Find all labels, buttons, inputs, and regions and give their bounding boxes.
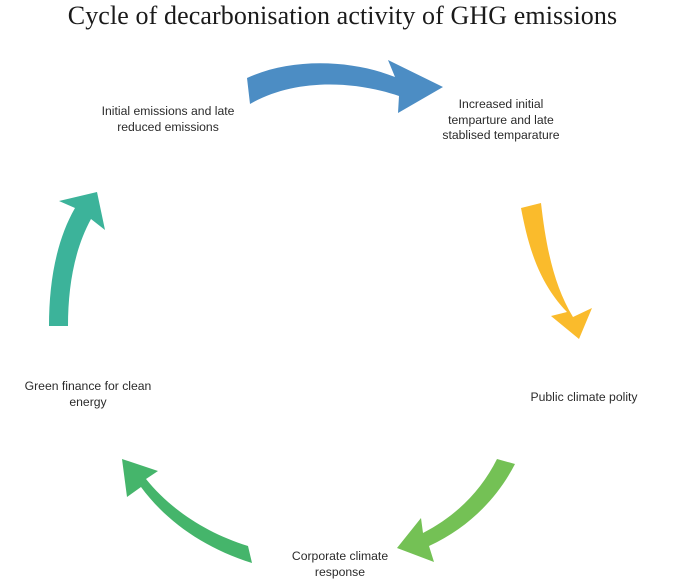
arrow-teal-finance-to-emissions — [49, 192, 105, 326]
arrow-blue-emissions-to-temperature — [247, 60, 443, 113]
node-label-corporate-climate-response: Corporate climate response — [291, 549, 389, 579]
node-label-public-climate-policy: Public climate polity — [530, 390, 638, 404]
node-label-increased-temperature: Increased initial temparture and late st… — [442, 97, 560, 142]
arrow-green-corporate-to-finance — [122, 459, 252, 563]
page-title: Cycle of decarbonisation activity of GHG… — [67, 1, 618, 30]
arrow-yellow-temperature-to-policy — [521, 203, 592, 339]
node-label-green-finance: Green finance for clean energy — [24, 379, 152, 409]
arrow-lightgreen-policy-to-corporate — [397, 459, 515, 562]
node-label-initial-emissions: Initial emissions and late reduced emiss… — [101, 104, 235, 134]
